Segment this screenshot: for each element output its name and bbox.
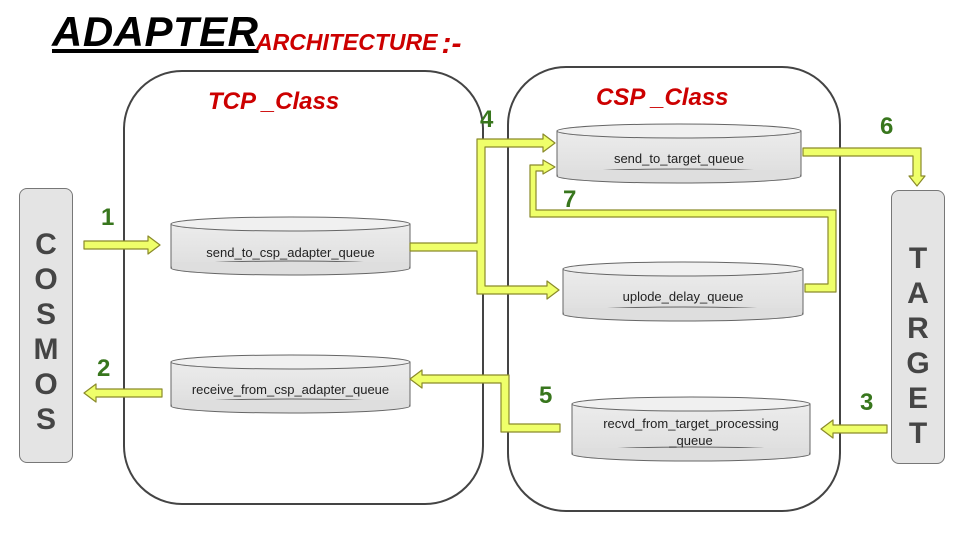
uplode-delay-queue-label: uplode_delay_queue <box>622 289 744 304</box>
cosmos-letter: C <box>35 228 57 261</box>
cosmos-label: C O S M O S <box>20 227 72 437</box>
step-number-6: 6 <box>880 113 894 140</box>
arrow-3 <box>820 419 888 439</box>
step-number-5: 5 <box>539 382 553 409</box>
title-main: ADAPTER <box>52 8 259 55</box>
target-letter: E <box>907 382 928 415</box>
target-letter: T <box>908 417 928 450</box>
cosmos-letter: M <box>33 333 59 366</box>
receive-from-csp-queue-label: receive_from_csp_adapter_queue <box>191 382 390 397</box>
arrow-4 <box>409 133 560 300</box>
arrow-2 <box>83 383 163 403</box>
cosmos-box: C O S M O S <box>19 188 73 463</box>
cosmos-letter: S <box>35 403 56 436</box>
send-to-target-queue-cylinder <box>556 123 802 184</box>
csp-class-title: CSP _Class <box>596 84 729 111</box>
receive-from-csp-queue-cylinder <box>170 354 411 414</box>
send-to-csp-queue-cylinder <box>170 216 411 276</box>
target-box: T A R G E T <box>891 190 945 464</box>
arrow-5 <box>409 369 561 433</box>
send-to-csp-queue-label: send_to_csp_adapter_queue <box>206 245 375 260</box>
target-letter: T <box>908 242 928 275</box>
uplode-delay-queue-cylinder <box>562 261 804 322</box>
arrow-6 <box>802 147 926 187</box>
cosmos-letter: S <box>35 298 56 331</box>
tcp-class-title: TCP _Class <box>208 88 340 115</box>
tcp-class-container <box>123 70 484 505</box>
target-label: T A R G E T <box>892 241 944 451</box>
recvd-from-target-queue-label: recvd_from_target_processing _queue <box>572 415 810 449</box>
send-to-target-queue-label: send_to_target_queue <box>613 151 745 166</box>
step-number-2: 2 <box>97 355 111 382</box>
step-number-4: 4 <box>480 106 494 133</box>
recvd-from-target-queue-cylinder <box>571 396 811 462</box>
title-separator: :- <box>441 27 462 60</box>
arrow-7 <box>529 159 837 293</box>
title-sub-text: ARCHITECTURE <box>256 29 438 55</box>
target-letter: G <box>906 347 930 380</box>
step-number-1: 1 <box>101 204 115 231</box>
step-number-3: 3 <box>860 389 874 416</box>
recvd-from-target-label-line2: _queue <box>669 433 713 448</box>
step-number-7: 7 <box>563 186 577 213</box>
cosmos-letter: O <box>34 263 58 296</box>
cosmos-letter: O <box>34 368 58 401</box>
recvd-from-target-label-line1: recvd_from_target_processing <box>603 416 779 431</box>
target-letter: A <box>907 277 929 310</box>
target-letter: R <box>907 312 929 345</box>
arrow-1 <box>83 235 161 255</box>
title-sub: ARCHITECTURE:- <box>256 24 462 60</box>
